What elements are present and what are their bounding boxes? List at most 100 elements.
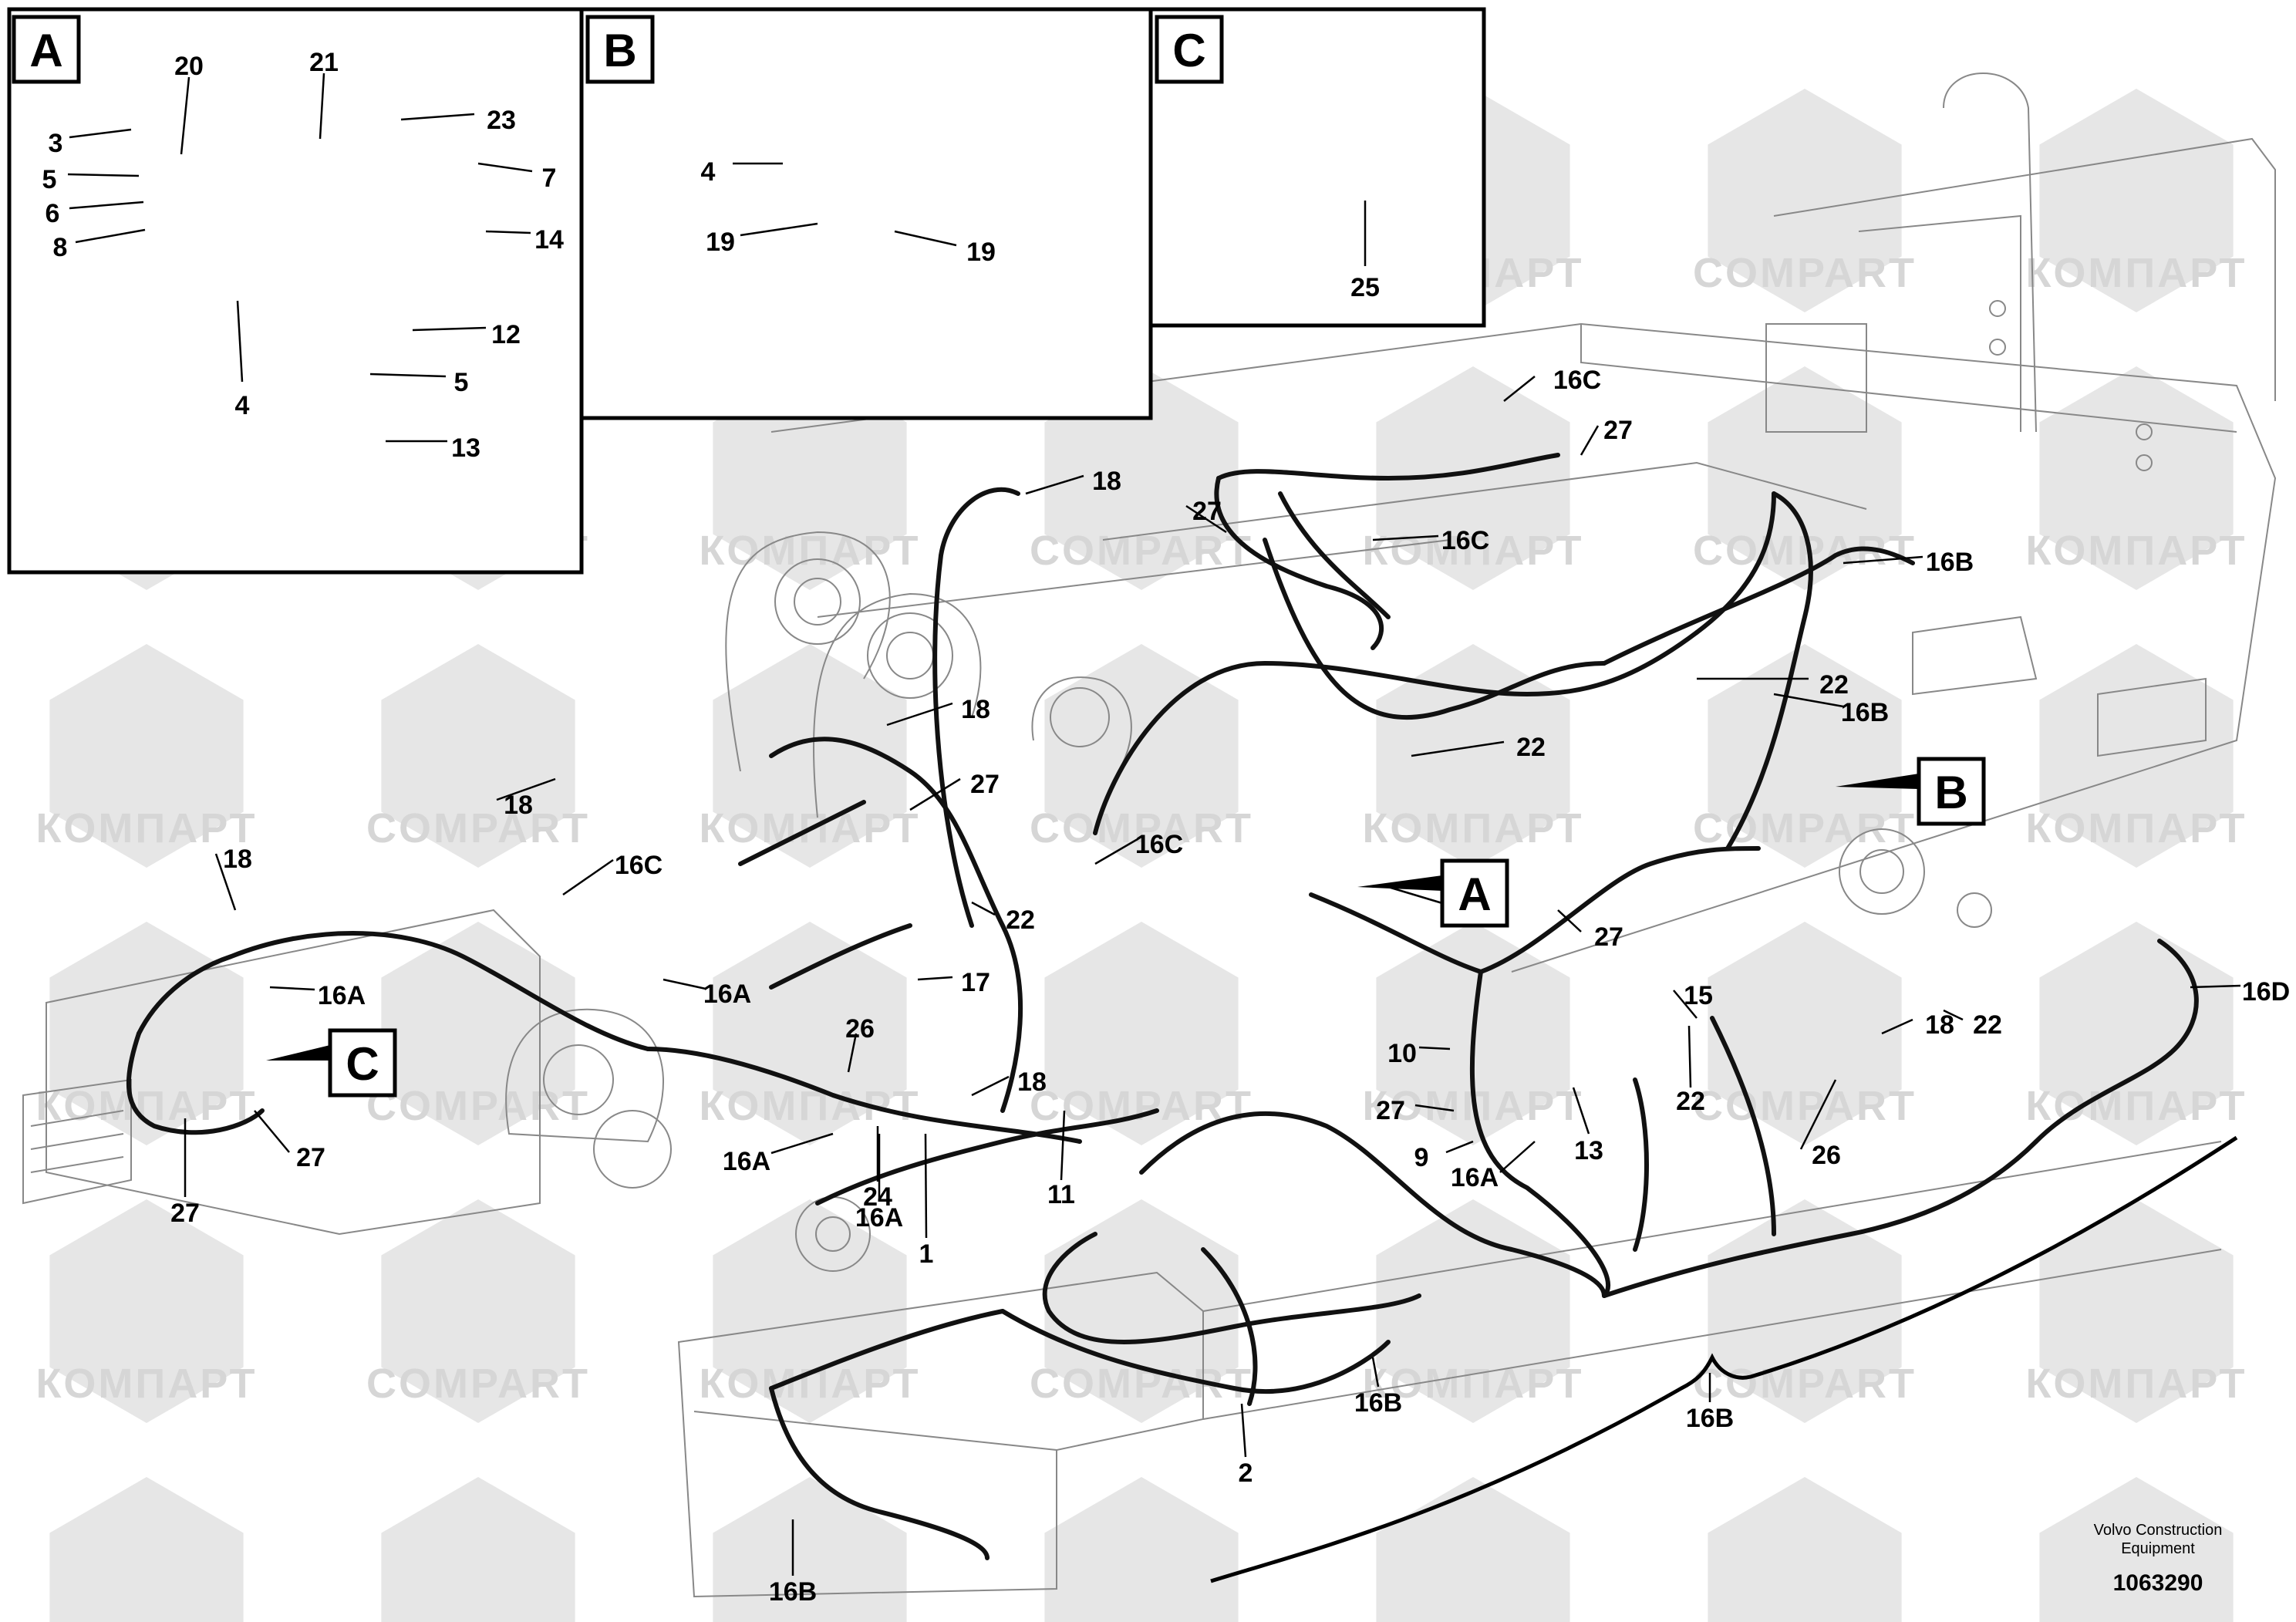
main-callout-leader: [1372, 534, 1439, 541]
main-callout-leader: [2190, 984, 2241, 989]
watermark-hexagon: [381, 644, 575, 868]
main-callout-leader: [924, 1133, 928, 1239]
main-callout: 27: [1376, 1096, 1405, 1125]
main-callout-leader: [1580, 425, 1600, 456]
tag-pointer-arrow: [266, 1045, 330, 1061]
watermark-text: КОМПАРТ: [2025, 250, 2247, 296]
main-callout: 16C: [1553, 366, 1601, 395]
brand-line-1: Volvo Construction: [2094, 1522, 2223, 1539]
watermark-hexagon: [1708, 366, 1902, 590]
main-callout-leader: [1773, 693, 1844, 708]
main-callout: 26: [845, 1014, 875, 1044]
watermark-text: COMPART: [1030, 805, 1253, 851]
watermark-text: COMPART: [366, 1361, 590, 1407]
main-callout-leader: [254, 1110, 290, 1153]
watermark-text: КОМПАРТ: [1362, 805, 1583, 851]
watermark-text: COMPART: [1693, 1083, 1917, 1129]
main-callout: 16C: [1441, 526, 1489, 555]
main-callout-leader: [1445, 1140, 1474, 1154]
main-callout: 22: [1516, 733, 1546, 762]
watermark-hexagon: [1044, 1199, 1239, 1423]
main-callout-leader: [562, 858, 614, 896]
panel-callout: 14: [534, 225, 564, 255]
main-callout-leader: [1799, 1079, 1837, 1150]
main-callout: 16B: [1354, 1388, 1402, 1418]
panel-callout: 19: [966, 238, 996, 267]
watermark-hexagon: [713, 1199, 907, 1423]
main-callout: 16B: [1686, 1404, 1734, 1433]
main-callout: 16B: [769, 1577, 817, 1607]
main-callout: 26: [1812, 1141, 1841, 1170]
main-callout-leader: [1557, 909, 1582, 932]
panel-callout: 5: [454, 368, 469, 397]
main-callout: 16C: [1135, 830, 1183, 859]
main-callout: 18: [961, 695, 990, 724]
watermark-text: КОМПАРТ: [1362, 528, 1583, 574]
main-callout-leader: [214, 853, 237, 911]
main-callout-leader: [1240, 1403, 1247, 1458]
watermark-hexagon: [1708, 89, 1902, 312]
main-callout: 22: [1973, 1010, 2002, 1040]
main-callout: 16C: [615, 851, 663, 880]
panel-callout: 6: [46, 199, 60, 228]
main-callout-leader: [1843, 555, 1923, 565]
main-callout-leader: [1060, 1110, 1066, 1181]
main-callout-leader: [1687, 1025, 1692, 1088]
assembly-bracket: [1210, 1135, 2238, 1583]
drawing-number: 1063290: [2113, 1570, 2203, 1596]
panel-callout-leader: [412, 326, 487, 332]
footer-block: Volvo Construction Equipment 1063290: [2094, 1522, 2223, 1596]
panel-callout-leader: [67, 173, 140, 177]
main-callout-leader: [663, 978, 706, 990]
panel-callout: 13: [451, 433, 480, 463]
watermark-text: КОМПАРТ: [1362, 1361, 1583, 1407]
section-tag: C: [346, 1038, 379, 1090]
section-tag: A: [1458, 868, 1491, 920]
main-callout-leader: [1094, 838, 1138, 865]
watermark-text: КОМПАРТ: [699, 528, 920, 574]
main-callout: 24: [863, 1182, 892, 1212]
main-callout: 17: [961, 968, 990, 997]
watermark-text: КОМПАРТ: [699, 1361, 920, 1407]
watermark-hexagon: [713, 366, 907, 590]
main-callout-leader: [269, 986, 315, 991]
main-callout-leader: [917, 976, 953, 981]
watermark-text: КОМПАРТ: [2025, 528, 2247, 574]
watermark-hexagon: [713, 922, 907, 1145]
main-callout: 16A: [723, 1147, 770, 1176]
watermark-hexagon: [713, 644, 907, 868]
panel-tag: C: [1172, 25, 1205, 76]
panel-callout-leader: [400, 113, 475, 121]
watermark-hexagon: [1376, 366, 1570, 590]
watermark-text: КОМПАРТ: [2025, 1361, 2247, 1407]
watermark-hexagon: [49, 922, 244, 1145]
panel-callout-leader: [69, 128, 132, 139]
panel-callout: 19: [706, 228, 735, 257]
main-callout: 18: [223, 845, 252, 874]
watermark-text: COMPART: [366, 1083, 590, 1129]
main-callout-leader: [1414, 1104, 1455, 1112]
panel-callout-leader: [894, 230, 957, 247]
watermark-text: COMPART: [1693, 1361, 1917, 1407]
panel-callout-leader: [75, 228, 146, 244]
watermark-text: COMPART: [1693, 250, 1917, 296]
panel-tag-box: [12, 15, 81, 84]
watermark-text: COMPART: [1693, 805, 1917, 851]
watermark-hexagon: [2039, 89, 2234, 312]
main-callout-leader: [1943, 1009, 1964, 1021]
main-callout: 27: [1594, 922, 1623, 952]
watermark-text: КОМПАРТ: [699, 1083, 920, 1129]
watermark-hexagon: [1376, 644, 1570, 868]
section-tag-box: [328, 1028, 397, 1098]
main-callout: 16D: [2242, 977, 2290, 1007]
main-callout: 15: [1684, 981, 1713, 1010]
panel-callout: 20: [174, 52, 204, 81]
inset-panels: [7, 7, 1486, 575]
watermark-hexagon: [1376, 1477, 1570, 1622]
panel-tag-box: [1155, 15, 1224, 84]
panel-callout-leader: [69, 201, 144, 210]
watermark-hexagon: [1044, 644, 1239, 868]
